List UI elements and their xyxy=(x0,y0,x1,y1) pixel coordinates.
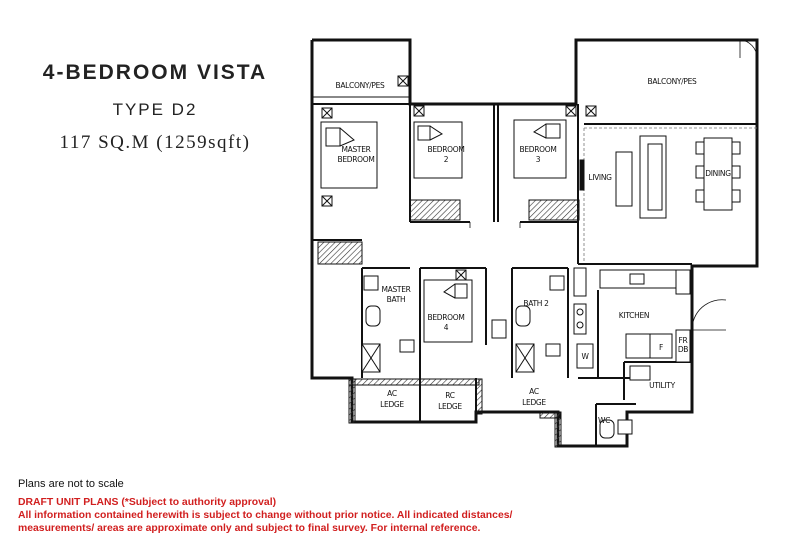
label-bedroom2-1: BEDROOM xyxy=(427,145,464,154)
label-ac-ledge-right-2: LEDGE xyxy=(522,398,546,407)
label-rc-ledge-1: RC xyxy=(445,391,455,400)
beds xyxy=(320,119,567,343)
dining-furniture xyxy=(695,137,741,211)
kitchen-fixtures xyxy=(599,269,691,381)
label-ac-ledge-right-1: AC xyxy=(529,387,539,396)
label-balcony-right: BALCONY/PES xyxy=(647,77,697,86)
label-bedroom4-1: BEDROOM xyxy=(427,313,464,322)
label-utility: UTILITY xyxy=(649,381,675,390)
label-living: LIVING xyxy=(588,173,612,182)
doors xyxy=(469,39,758,331)
unit-name: 4-BEDROOM VISTA xyxy=(42,61,268,84)
disclaimer-notes: Plans are not to scale DRAFT UNIT PLANS … xyxy=(18,478,788,535)
label-ac-ledge-left-2: LEDGE xyxy=(380,400,404,409)
label-dryer-2: DB xyxy=(678,345,688,354)
plan-title-block: 4-BEDROOM VISTA TYPE D2 117 SQ.M (1259sq… xyxy=(0,58,300,154)
label-kitchen: KITCHEN xyxy=(619,311,649,320)
unit-area: 117 SQ.M (1259sqft) xyxy=(59,132,251,153)
label-master-bedroom-1: MASTER xyxy=(341,145,370,154)
floor-plan-diagram: BALCONY/PES BALCONY/PES MASTER BEDROOM B… xyxy=(310,38,759,448)
label-washer: W xyxy=(581,352,589,361)
label-balcony-left: BALCONY/PES xyxy=(335,81,385,90)
draft-note: DRAFT UNIT PLANS (*Subject to authority … xyxy=(18,497,277,508)
ledge-hatching xyxy=(348,378,562,448)
label-ac-ledge-left-1: AC xyxy=(387,389,397,398)
label-master-bath-1: MASTER xyxy=(381,285,410,294)
label-dryer-1: FR xyxy=(679,336,688,345)
riser-boxes xyxy=(321,75,597,281)
label-master-bath-2: BATH xyxy=(387,295,406,304)
info-note-line2: measurements/ areas are approximate only… xyxy=(18,523,481,534)
label-dining: DINING xyxy=(705,169,731,178)
label-master-bedroom-2: BEDROOM xyxy=(337,155,374,164)
wardrobes xyxy=(317,199,580,265)
room-labels: BALCONY/PES BALCONY/PES MASTER BEDROOM B… xyxy=(335,77,731,425)
unit-type: TYPE D2 xyxy=(112,100,198,119)
label-bedroom2-2: 2 xyxy=(444,155,449,164)
living-dining-boundary xyxy=(583,127,757,262)
bath-fixtures xyxy=(361,267,633,439)
label-bath2: BATH 2 xyxy=(523,299,549,308)
label-wc: WC xyxy=(598,416,610,425)
info-note-line1: All information contained herewith is su… xyxy=(18,510,513,521)
label-bedroom4-2: 4 xyxy=(444,323,449,332)
scale-note: Plans are not to scale xyxy=(18,478,124,490)
label-fridge: F xyxy=(659,343,663,352)
label-bedroom3-1: BEDROOM xyxy=(519,145,556,154)
interior-walls xyxy=(312,96,757,446)
label-rc-ledge-2: LEDGE xyxy=(438,402,462,411)
label-bedroom3-2: 3 xyxy=(536,155,541,164)
living-furniture xyxy=(579,135,667,219)
